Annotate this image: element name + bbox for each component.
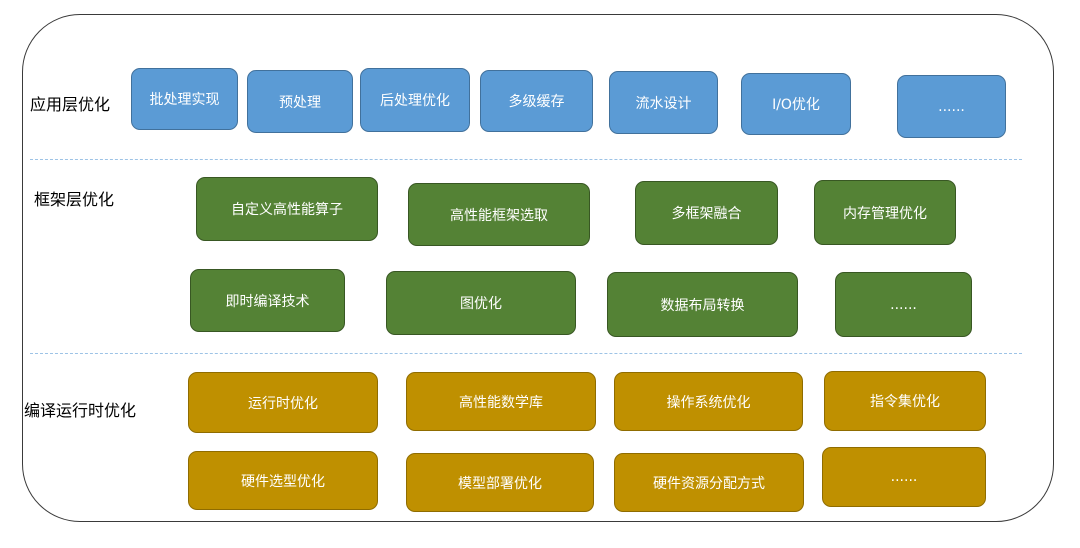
- framework-item: 高性能框架选取: [408, 183, 590, 246]
- app-item-more: ......: [897, 75, 1006, 138]
- runtime-item: 硬件资源分配方式: [614, 453, 804, 512]
- app-layer-label: 应用层优化: [30, 95, 111, 114]
- framework-item: 图优化: [386, 271, 576, 335]
- runtime-item: 运行时优化: [188, 372, 378, 433]
- framework-item: 自定义高性能算子: [196, 177, 378, 241]
- runtime-item-more: ......: [822, 447, 986, 507]
- framework-item-more: ......: [835, 272, 972, 337]
- app-item: 预处理: [247, 70, 353, 133]
- framework-item: 数据布局转换: [607, 272, 798, 337]
- framework-item: 内存管理优化: [814, 180, 956, 245]
- framework-item: 多框架融合: [635, 181, 778, 245]
- app-item: 流水设计: [609, 71, 718, 134]
- diagram-frame: [22, 14, 1054, 522]
- framework-layer-label: 框架层优化: [34, 190, 115, 209]
- runtime-item: 硬件选型优化: [188, 451, 378, 510]
- app-item: 多级缓存: [480, 70, 593, 132]
- separator-framework-runtime: [30, 353, 1022, 354]
- runtime-item: 操作系统优化: [614, 372, 803, 431]
- framework-item: 即时编译技术: [190, 269, 345, 332]
- app-item: 批处理实现: [131, 68, 238, 130]
- separator-app-framework: [30, 159, 1022, 160]
- runtime-item: 指令集优化: [824, 371, 986, 431]
- runtime-item: 模型部署优化: [406, 453, 594, 512]
- runtime-layer-label: 编译运行时优化: [24, 401, 137, 420]
- runtime-item: 高性能数学库: [406, 372, 596, 431]
- app-item: 后处理优化: [360, 68, 470, 132]
- app-item: I/O优化: [741, 73, 851, 135]
